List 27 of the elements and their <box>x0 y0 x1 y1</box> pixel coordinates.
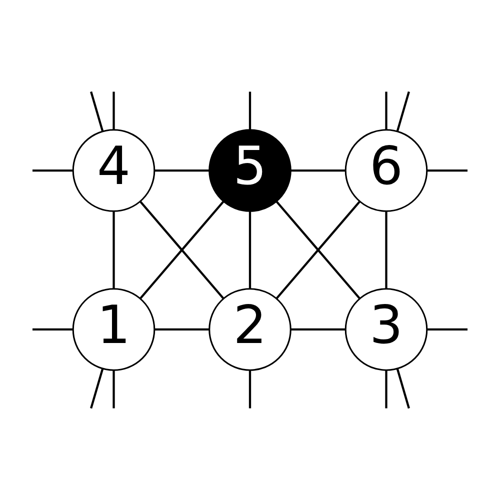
node-circle: 1 <box>72 288 156 371</box>
connector <box>385 370 388 408</box>
connector <box>32 328 74 331</box>
node-circle: 4 <box>72 129 156 212</box>
connector <box>427 169 468 172</box>
connector <box>32 169 74 172</box>
connector <box>385 92 388 130</box>
connector <box>290 169 346 172</box>
node-circle: 5 <box>208 129 292 212</box>
connector <box>154 169 210 172</box>
connector <box>396 91 410 132</box>
connector <box>112 92 115 130</box>
connector <box>290 328 346 331</box>
connector <box>248 92 252 130</box>
node-circle: 2 <box>208 288 292 371</box>
connector <box>385 211 388 289</box>
connector <box>112 370 115 408</box>
node-circle: 6 <box>344 129 428 212</box>
connector <box>248 211 252 289</box>
connector <box>396 368 410 409</box>
connector <box>427 328 468 331</box>
connector <box>90 91 104 132</box>
connector <box>248 370 252 408</box>
connector <box>90 368 104 409</box>
node-circle: 3 <box>344 288 428 371</box>
connector <box>112 211 115 289</box>
connector <box>154 328 210 331</box>
